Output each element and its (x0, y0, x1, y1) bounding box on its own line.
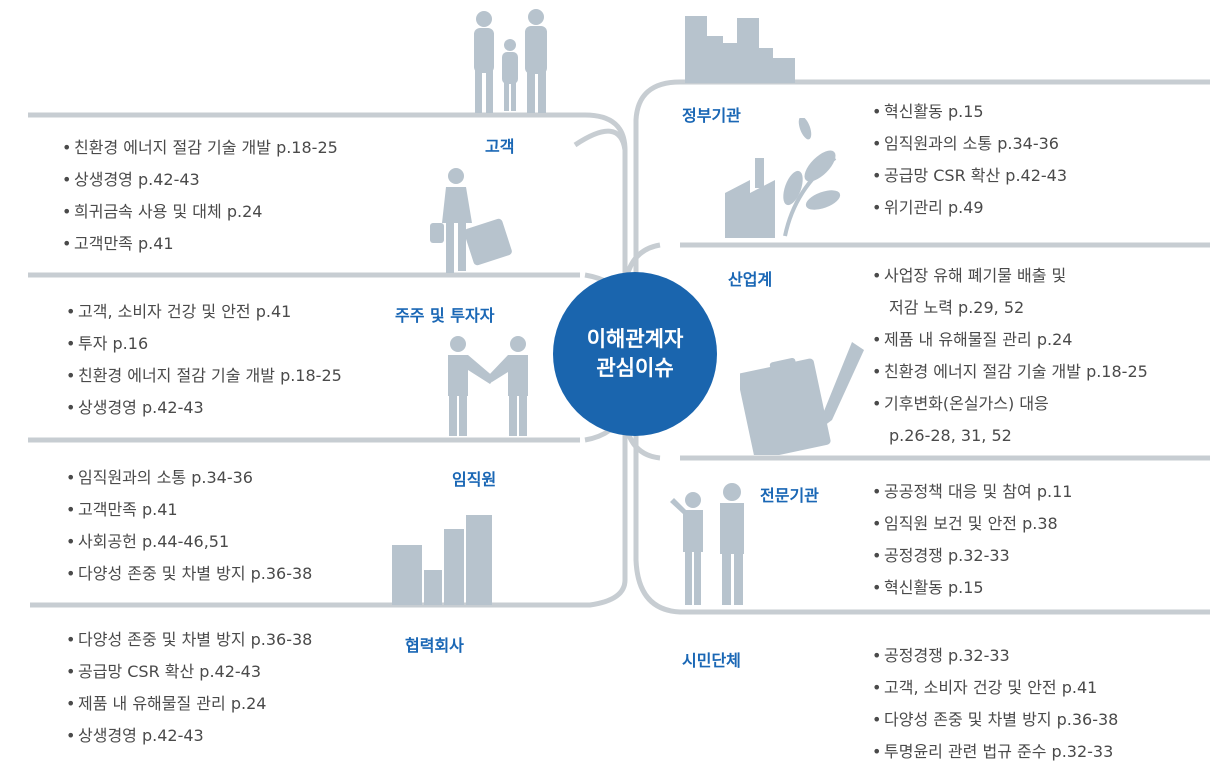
group-list-government: 혁신활동 p.15 임직원과의 소통 p.34-36 공급망 CSR 확산 p.… (872, 96, 1067, 224)
list-item: 투자 p.16 (66, 328, 342, 360)
list-item: 다양성 존중 및 차별 방지 p.36-38 (66, 624, 312, 656)
center-circle: 이해관계자 관심이슈 (553, 272, 717, 436)
list-item: 고객, 소비자 건강 및 안전 p.41 (872, 672, 1118, 704)
family-people-icon (474, 9, 547, 113)
factory-leaf-icon (725, 118, 841, 238)
group-list-employee: 임직원과의 소통 p.34-36 고객만족 p.41 사회공헌 p.44-46,… (66, 462, 312, 590)
list-item: 다양성 존중 및 차별 방지 p.36-38 (66, 558, 312, 590)
group-title-expert: 전문기관 (760, 486, 819, 505)
list-item-continued: p.26-28, 31, 52 (889, 426, 1012, 445)
list-item: 친환경 에너지 절감 기술 개발 p.18-25 (872, 356, 1148, 388)
group-title-government: 정부기관 (682, 106, 741, 125)
center-title-line1: 이해관계자 (586, 327, 684, 351)
list-item: 기후변화(온실가스) 대응 (872, 388, 1148, 420)
city-skyline-icon (685, 16, 795, 83)
list-item: 고객만족 p.41 (62, 228, 338, 260)
list-item: 상생경영 p.42-43 (66, 392, 342, 424)
group-list-shareholder: 고객, 소비자 건강 및 안전 p.41 투자 p.16 친환경 에너지 절감 … (66, 296, 342, 424)
list-item: 공급망 CSR 확산 p.42-43 (66, 656, 312, 688)
handshake-icon (448, 336, 528, 436)
group-list-partner: 다양성 존중 및 차별 방지 p.36-38 공급망 CSR 확산 p.42-4… (66, 624, 312, 752)
group-title-shareholder: 주주 및 투자자 (395, 306, 495, 325)
list-item: 고객, 소비자 건강 및 안전 p.41 (66, 296, 342, 328)
right-connector (633, 79, 1210, 615)
list-item: 임직원과의 소통 p.34-36 (66, 462, 312, 494)
list-item: 공정경쟁 p.32-33 (872, 540, 1072, 572)
list-item: 사업장 유해 폐기물 배출 및 (872, 260, 1148, 292)
list-item: 상생경영 p.42-43 (66, 720, 312, 752)
group-title-industry: 산업계 (728, 270, 773, 289)
shopping-person-icon (430, 168, 512, 273)
center-title-line2: 관심이슈 (596, 356, 674, 380)
list-item: 혁신활동 p.15 (872, 96, 1067, 128)
group-list-industry: 사업장 유해 폐기물 배출 및 저감 노력 p.29, 52 제품 내 유해물질… (872, 260, 1148, 452)
buildings-icon (392, 515, 492, 605)
list-item: 다양성 존중 및 차별 방지 p.36-38 (872, 704, 1118, 736)
list-item: 제품 내 유해물질 관리 p.24 (872, 324, 1148, 356)
list-item: 임직원과의 소통 p.34-36 (872, 128, 1067, 160)
list-item: 상생경영 p.42-43 (62, 164, 338, 196)
list-item: 공공정책 대응 및 참여 p.11 (872, 476, 1072, 508)
group-list-expert: 공공정책 대응 및 참여 p.11 임직원 보건 및 안전 p.38 공정경쟁 … (872, 476, 1072, 604)
list-item: 사회공헌 p.44-46,51 (66, 526, 312, 558)
two-people-icon (670, 483, 744, 605)
list-item: 친환경 에너지 절감 기술 개발 p.18-25 (62, 132, 338, 164)
list-item: 혁신활동 p.15 (872, 572, 1072, 604)
list-item: 임직원 보건 및 안전 p.38 (872, 508, 1072, 540)
list-item: 공급망 CSR 확산 p.42-43 (872, 160, 1067, 192)
group-list-civic: 공정경쟁 p.32-33 고객, 소비자 건강 및 안전 p.41 다양성 존중… (872, 640, 1118, 768)
list-item: 공정경쟁 p.32-33 (872, 640, 1118, 672)
group-list-customer: 친환경 에너지 절감 기술 개발 p.18-25 상생경영 p.42-43 희귀… (62, 132, 338, 260)
group-title-customer: 고객 (485, 137, 515, 156)
list-item: 친환경 에너지 절감 기술 개발 p.18-25 (66, 360, 342, 392)
list-item: 투명윤리 관련 법규 준수 p.32-33 (872, 736, 1118, 768)
list-item: 고객만족 p.41 (66, 494, 312, 526)
list-item: 위기관리 p.49 (872, 192, 1067, 224)
group-title-employee: 임직원 (452, 470, 497, 489)
group-title-partner: 협력회사 (405, 636, 464, 655)
clipboard-pen-icon (740, 342, 864, 455)
list-item: 제품 내 유해물질 관리 p.24 (66, 688, 312, 720)
list-item: 희귀금속 사용 및 대체 p.24 (62, 196, 338, 228)
list-item-continued: 저감 노력 p.29, 52 (889, 298, 1025, 317)
group-title-civic: 시민단체 (682, 651, 741, 670)
